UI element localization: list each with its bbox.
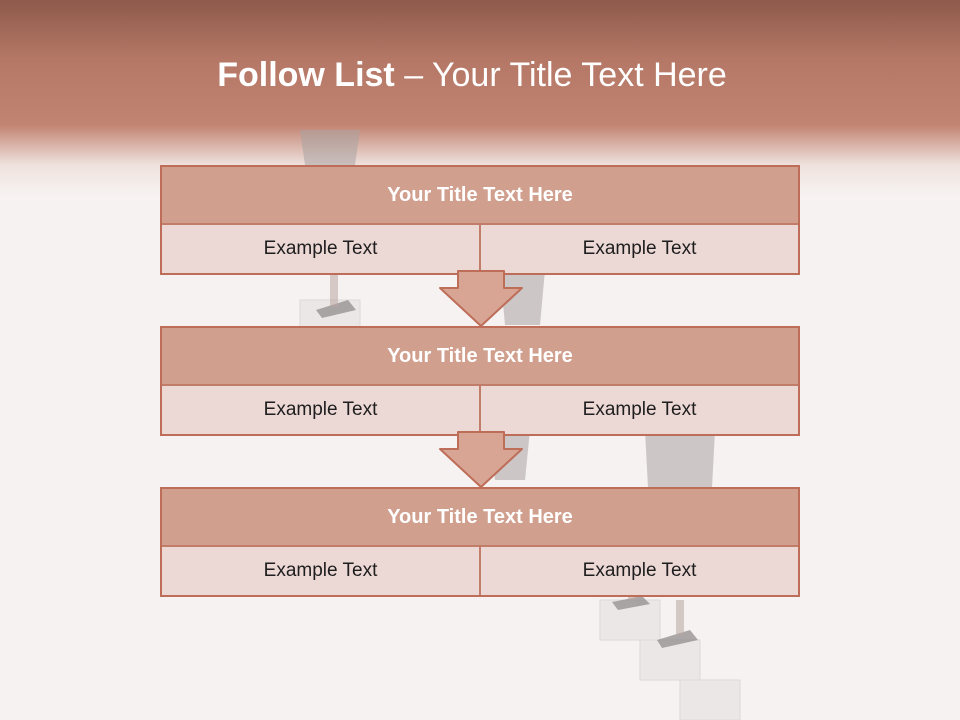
card-cell-right: Example Text bbox=[479, 225, 798, 273]
slide-title: Follow List – Your Title Text Here bbox=[0, 55, 944, 95]
down-arrow-icon bbox=[439, 270, 523, 327]
card-title: Your Title Text Here bbox=[162, 167, 798, 225]
list-card-3: Your Title Text Here Example Text Exampl… bbox=[160, 487, 800, 597]
card-title: Your Title Text Here bbox=[162, 489, 798, 547]
down-arrow-icon bbox=[439, 431, 523, 488]
slide-title-rest: – Your Title Text Here bbox=[394, 56, 727, 94]
slide-title-bold: Follow List bbox=[217, 56, 395, 94]
card-cell-left: Example Text bbox=[162, 386, 479, 434]
card-row: Example Text Example Text bbox=[162, 386, 798, 434]
list-card-1: Your Title Text Here Example Text Exampl… bbox=[160, 165, 800, 275]
list-card-2: Your Title Text Here Example Text Exampl… bbox=[160, 326, 800, 436]
card-cell-right: Example Text bbox=[479, 386, 798, 434]
card-title: Your Title Text Here bbox=[162, 328, 798, 386]
card-row: Example Text Example Text bbox=[162, 547, 798, 595]
card-cell-right: Example Text bbox=[479, 547, 798, 595]
card-cell-left: Example Text bbox=[162, 547, 479, 595]
card-row: Example Text Example Text bbox=[162, 225, 798, 273]
card-cell-left: Example Text bbox=[162, 225, 479, 273]
